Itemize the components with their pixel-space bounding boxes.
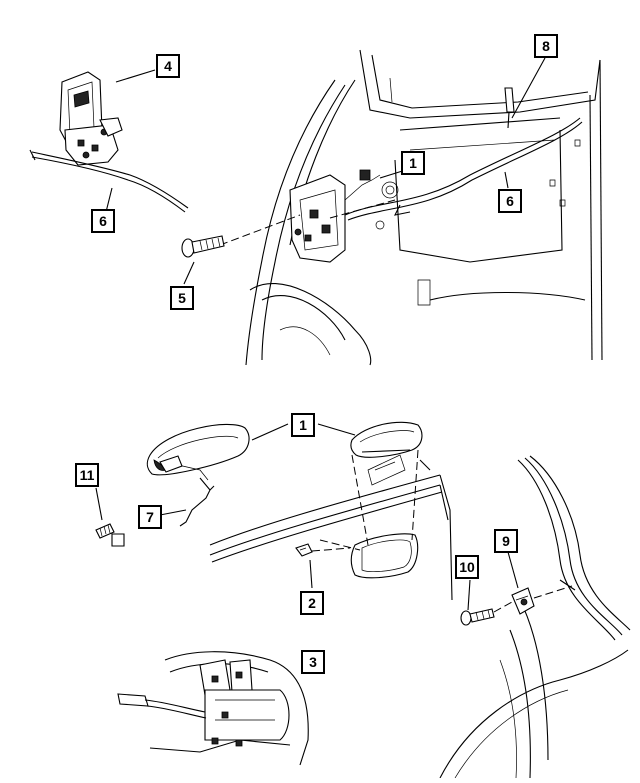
callout-3: 3 <box>301 650 325 674</box>
callout-8: 8 <box>534 34 558 58</box>
callout-2: 2 <box>300 591 324 615</box>
callout-4: 4 <box>156 54 180 78</box>
leader-lines-mid <box>95 423 519 611</box>
handle-detail-view <box>117 651 309 766</box>
door-pillar-panel <box>439 455 631 779</box>
door-outer-panel <box>209 449 453 601</box>
callout-11: 11 <box>75 463 99 487</box>
callout-1-mid: 1 <box>291 413 315 437</box>
handle-rod-part <box>179 477 215 527</box>
callout-7: 7 <box>138 505 162 529</box>
striker-bolt-part <box>460 601 513 626</box>
callout-5: 5 <box>170 286 194 310</box>
callout-1-top: 1 <box>401 151 425 175</box>
clip-part <box>295 543 313 557</box>
door-latch-part <box>29 71 189 213</box>
callout-9: 9 <box>494 529 518 553</box>
exterior-handle-rear <box>350 421 423 458</box>
callout-6-left: 6 <box>91 209 115 233</box>
screw-part <box>95 523 125 547</box>
exterior-handle-front <box>146 423 250 481</box>
striker-part <box>511 585 573 615</box>
door-interior-panel <box>219 49 603 366</box>
bolt-part <box>181 235 225 258</box>
callout-10: 10 <box>455 555 479 579</box>
callout-6-right: 6 <box>498 189 522 213</box>
